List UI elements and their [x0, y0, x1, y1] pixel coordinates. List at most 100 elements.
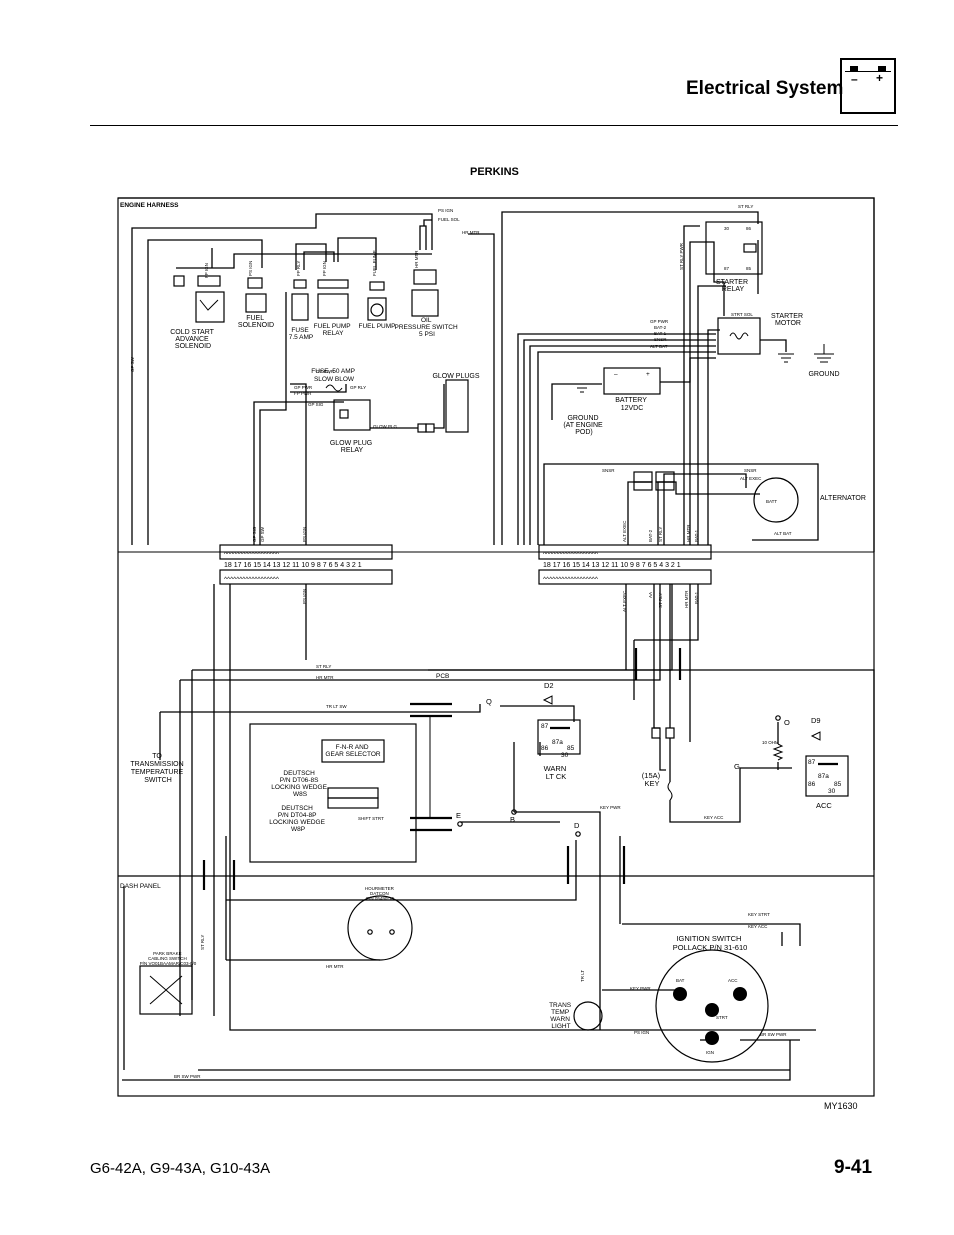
gear-selector-box — [249, 723, 417, 863]
wire-ps-ign-conn: PS IGN — [302, 527, 307, 542]
acc-relay — [805, 755, 849, 797]
starter-pin-86: 86 — [746, 226, 752, 231]
engine-harness-label: ENGINE HARNESS — [120, 202, 179, 209]
fuse-7-5-label: FUSE 7.5 AMP — [289, 327, 314, 341]
cold-start-solenoid — [173, 275, 225, 323]
deutsch-08p-connector — [327, 797, 379, 809]
node-b: B — [510, 815, 515, 824]
oil-pressure-switch — [411, 269, 439, 317]
node-d: D — [574, 821, 580, 830]
wire-bat1-lower: BAT-1 — [694, 591, 699, 604]
wire-hr-mtr-oil: HR MTR — [414, 250, 419, 268]
wire-gp-pwr: GP PWR — [650, 319, 669, 324]
wire-alt-exec-lower: ALT EXEC — [622, 590, 627, 612]
wire-fp-rly-fuse: FP RLY — [296, 261, 301, 276]
wire-alt-bat-lower: ALT BAT — [774, 531, 792, 536]
footer-page-number: 9-41 — [834, 1157, 873, 1178]
starter-pin-85: 85 — [746, 266, 752, 271]
wire-alt-exec-conn: ALT EXEC — [622, 520, 627, 542]
fnr-label: F-N-R AND GEAR SELECTOR — [325, 744, 380, 758]
starter-relay-label: STARTER RELAY — [716, 279, 750, 293]
alt-exec-connector-a — [633, 481, 653, 491]
park-brake-switch — [139, 965, 193, 1015]
ignition-strt-label: STRT — [716, 1015, 728, 1020]
wire-shift-strt: SHIFT STRT — [358, 816, 384, 821]
trans-temp-warn-light — [573, 1001, 603, 1031]
battery-label: BATTERY 12VDC — [615, 397, 648, 412]
fuel-solenoid-label: FUEL SOLENOID — [238, 315, 274, 329]
figure-id: MY1630 — [824, 1101, 858, 1111]
wire-gp-sig: GP SIG — [308, 402, 324, 407]
hourmeter-term-b — [389, 929, 395, 935]
connector-right-top: ^^^^^^^^^^^^^^^^^^ — [538, 544, 712, 560]
deutsch-08s-label: DEUTSCH P/N DT06-8S LOCKING WEDGE W8S — [271, 770, 328, 798]
hourmeter — [347, 895, 413, 961]
lower-wires — [122, 584, 816, 1081]
starter-relay — [705, 221, 763, 275]
fuse-7-5-amp — [291, 279, 309, 321]
key-connector-b — [665, 727, 675, 739]
wire-hr-mtr-top: HR MTR — [462, 230, 480, 235]
node-o-dot — [775, 715, 781, 721]
glow-plugs — [445, 379, 469, 433]
battery-minus-terminal: – — [614, 371, 618, 378]
wire-key-pwr-mid: KEY PWR — [600, 805, 621, 810]
wire-aa-lower: AA — [648, 592, 653, 598]
ground-engine-label: GROUND (AT ENGINE POD) — [563, 415, 604, 436]
pcb-separators — [202, 648, 682, 890]
ignition-ign-label: IGN — [706, 1050, 714, 1055]
key-fuse-icon — [667, 781, 673, 801]
wire-fp-ign-cold: FP IGN — [204, 263, 209, 278]
node-g: G — [734, 762, 740, 771]
wire-fp-pwr: FP PWR — [294, 391, 312, 396]
wire-key-acc-mid: KEY ACC — [704, 815, 724, 820]
ground-label: GROUND — [808, 371, 839, 378]
starter-motor-coil — [729, 332, 749, 340]
fuel-pump — [367, 281, 387, 321]
connector-right-bottom-teeth: ^^^^^^^^^^^^^^^^^^ — [543, 576, 599, 583]
wire-tr-lt: TR LT — [580, 970, 585, 982]
connector-right-numbers: 18 17 16 15 14 13 12 11 10 9 8 7 6 5 4 3… — [543, 562, 681, 569]
ignition-acc-terminal — [733, 987, 747, 1001]
wire-bat-2: BAT-2 — [654, 325, 667, 330]
connector-left-top-teeth: ^^^^^^^^^^^^^^^^^^ — [224, 551, 280, 558]
fuse-50-symbol — [325, 384, 343, 392]
wire-br-sw-pwr-right: BR SW PWR — [760, 1032, 787, 1037]
glow-plugs-label: GLOW PLUGS — [432, 373, 479, 380]
node-d-dot — [575, 831, 581, 837]
wire-gp-sw-conn: GP SW — [260, 526, 265, 542]
wire-snsr-right: SNSR — [744, 468, 757, 473]
wire-hr-mtr-dash: HR MTR — [326, 964, 344, 969]
connector-left-bottom: ^^^^^^^^^^^^^^^^^^ — [219, 569, 393, 585]
d9-label: D9 — [811, 716, 821, 725]
wire-bat2-conn: BAT-2 — [648, 529, 653, 542]
park-brake-contacts — [149, 975, 183, 1005]
deutsch-08s-connector — [327, 787, 379, 799]
wire-st-rly-mid: ST RLY — [316, 664, 331, 669]
ignition-bat-terminal — [673, 987, 687, 1001]
fuel-pump-relay-label: FUEL PUMP RELAY — [314, 323, 353, 337]
connector-left-bottom-teeth: ^^^^^^^^^^^^^^^^^^ — [224, 576, 280, 583]
wire-gp-sw-vertical: GP SW — [130, 356, 135, 372]
wire-hr-mtr-conn: HR MTR — [686, 524, 691, 542]
wire-fuel-pump-v: FUEL PUMP — [372, 250, 377, 276]
acc-pin-87: 87 — [808, 759, 816, 766]
warn-pin-87a: 87a — [552, 739, 563, 746]
ignition-strt-terminal — [705, 1003, 719, 1017]
key-connector-a — [651, 727, 661, 739]
starter-pin-30: 30 — [724, 226, 730, 231]
ground-symbol-right — [814, 344, 834, 363]
connector-left-numbers: 18 17 16 15 14 13 12 11 10 9 8 7 6 5 4 3… — [224, 562, 362, 569]
glow-plug-relay-label: GLOW PLUG RELAY — [330, 440, 374, 454]
wire-st-rly-dash: ST RLY — [200, 935, 205, 950]
glow-plug-relay — [333, 399, 371, 431]
battery-minus-label: – — [851, 72, 858, 86]
node-e: E — [456, 811, 461, 820]
acc-pin-85: 85 — [834, 781, 842, 788]
wire-hr-mtr-mid: HR MTR — [316, 675, 334, 680]
glow-plg-connector-b — [425, 423, 435, 433]
battery-icon: – + — [840, 58, 896, 114]
to-transmission-label: TO TRANSMISSION TEMPERATURE SWITCH — [130, 753, 185, 784]
alt-exec-connector-c — [655, 481, 675, 491]
fuel-pump-label: FUEL PUMP — [359, 323, 396, 330]
